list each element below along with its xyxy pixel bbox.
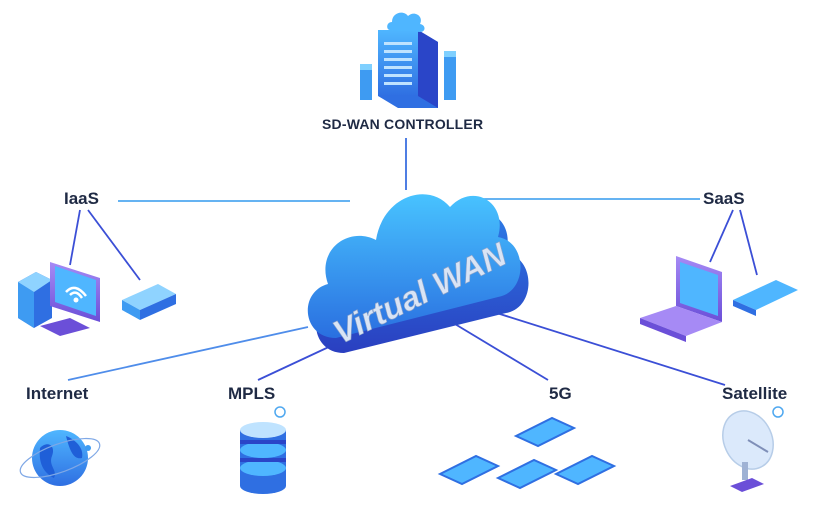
line-internet [68, 327, 308, 380]
line-iaas-computer [70, 210, 80, 265]
globe-icon [16, 430, 105, 486]
satellite-dish-icon [714, 403, 783, 492]
computer-and-router-icon [18, 262, 176, 336]
iaas-label: IaaS [64, 189, 99, 209]
line-saas-laptop [710, 210, 733, 262]
line-saas-tablet [740, 210, 757, 275]
controller-label: SD-WAN CONTROLLER [322, 116, 483, 132]
line-mpls [258, 345, 333, 380]
5g-label: 5G [549, 384, 572, 404]
database-stack-icon [240, 407, 286, 494]
mpls-label: MPLS [228, 384, 275, 404]
internet-label: Internet [26, 384, 88, 404]
server-with-cloud-icon [360, 13, 456, 108]
saas-label: SaaS [703, 189, 745, 209]
line-iaas-router [88, 210, 140, 280]
laptop-and-tablet-icon [640, 256, 798, 342]
satellite-label: Satellite [722, 384, 787, 404]
mobile-devices-icon [440, 418, 614, 488]
